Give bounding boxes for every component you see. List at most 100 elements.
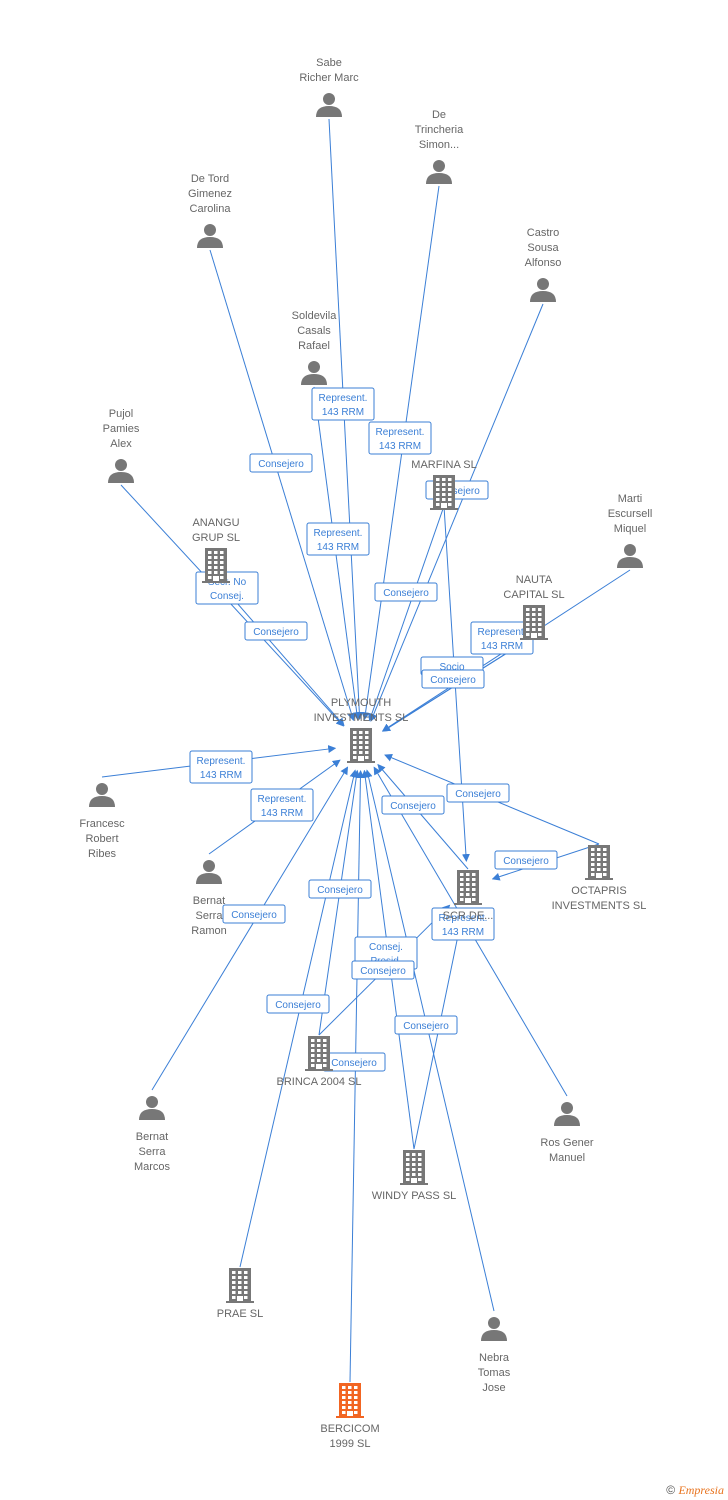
edge-label-windy-scr[interactable]: Represent.143 RRM bbox=[431, 907, 495, 941]
node-label: MARFINA SL bbox=[411, 459, 476, 471]
node-label: 1999 SL bbox=[330, 1438, 371, 1450]
edge-label-nebra-plymouth[interactable]: Consejero bbox=[394, 1015, 458, 1035]
person-icon bbox=[554, 1102, 580, 1126]
edge-label-marti-plymouth[interactable]: Represent.143 RRM bbox=[470, 621, 534, 655]
edge-label-text: Consejero bbox=[430, 675, 476, 686]
edge-marfina-plymouth bbox=[368, 505, 445, 722]
edge-label-brinca-plymouth[interactable]: Consejero bbox=[308, 879, 372, 899]
edge-label-detord-plymouth[interactable]: Consejero bbox=[249, 453, 313, 473]
node-prae[interactable]: PRAE SL bbox=[217, 1268, 263, 1320]
edge-label-box bbox=[494, 850, 558, 870]
edge-label-prae-plymouth[interactable]: Consejero bbox=[322, 1052, 386, 1072]
person-icon bbox=[196, 860, 222, 884]
node-label: INVESTMENTS SL bbox=[314, 712, 409, 724]
edge-label-text: Consejero bbox=[383, 588, 429, 599]
node-label: Serra bbox=[139, 1146, 167, 1158]
building-icon bbox=[400, 1150, 428, 1185]
empresia-logo[interactable]: Empresia bbox=[678, 1483, 724, 1497]
edge-label-text: Consej. bbox=[210, 591, 244, 602]
node-label: Bernat bbox=[136, 1131, 168, 1143]
edge-label-text: Consejero bbox=[258, 459, 304, 470]
node-label: Nebra bbox=[479, 1352, 510, 1364]
edge-prae-plymouth bbox=[239, 769, 358, 1268]
edge-label-francesc-plymouth[interactable]: Represent.143 RRM bbox=[189, 750, 253, 784]
node-label: BRINCA 2004 SL bbox=[277, 1076, 362, 1088]
node-label: Pujol bbox=[109, 408, 133, 420]
node-label: Rafael bbox=[298, 340, 330, 352]
edge-label-trincheria-plymouth[interactable]: Represent.143 RRM bbox=[368, 421, 432, 455]
edge-label-scr-plymouth[interactable]: Consejero bbox=[381, 795, 445, 815]
edge-pujol-plymouth bbox=[120, 484, 345, 727]
edge-label-soldevila-plymouth[interactable]: Represent. 143 RRM bbox=[306, 522, 370, 556]
edge-label-text: Consejero bbox=[390, 801, 436, 812]
edge-label-octapris-scr[interactable]: Consejero bbox=[494, 850, 558, 870]
edge-label-octapris-plymouth[interactable]: Consejero bbox=[446, 783, 510, 803]
node-label: Trincheria bbox=[415, 124, 464, 136]
node-label: Bernat bbox=[193, 895, 225, 907]
edge-label-text: Consejero bbox=[275, 1000, 321, 1011]
edge-label-rosgener-plymouth[interactable]: Consejero bbox=[351, 960, 415, 980]
edge-label-box bbox=[446, 783, 510, 803]
edge-label-box bbox=[244, 621, 308, 641]
edge-label-bernatm-plymouth[interactable]: Consejero bbox=[222, 904, 286, 924]
edge-label-box bbox=[351, 960, 415, 980]
node-label: NAUTA bbox=[516, 574, 553, 586]
edge-label-box bbox=[249, 453, 313, 473]
node-label: Marti bbox=[618, 493, 642, 505]
edge-label-sabe-plymouth[interactable]: Represent.143 RRM bbox=[311, 387, 375, 421]
person-icon bbox=[301, 361, 327, 385]
edge-label-bernatr-plymouth[interactable]: Represent.143 RRM bbox=[250, 788, 314, 822]
node-trincheria[interactable]: DeTrincheriaSimon... bbox=[415, 109, 464, 184]
node-label: Ros Gener bbox=[540, 1137, 594, 1149]
person-icon bbox=[481, 1317, 507, 1341]
node-windy[interactable]: WINDY PASS SL bbox=[372, 1150, 457, 1202]
edge-castro-plymouth bbox=[369, 303, 544, 722]
edge-label-text: Consejero bbox=[317, 885, 363, 896]
person-icon bbox=[108, 459, 134, 483]
node-label: Robert bbox=[85, 833, 118, 845]
edge-label-nauta-plymouth[interactable]: Consejero bbox=[421, 669, 485, 689]
edge-label-text: Represent. bbox=[314, 528, 363, 539]
edge-label-text: Consejero bbox=[455, 789, 501, 800]
node-label: Castro bbox=[527, 227, 559, 239]
node-label: INVESTMENTS SL bbox=[552, 900, 647, 912]
edge-label-box bbox=[311, 387, 375, 421]
edge-label-brinca-scr[interactable]: Consejero bbox=[266, 994, 330, 1014]
node-label: Ribes bbox=[88, 848, 117, 860]
building-icon bbox=[454, 870, 482, 905]
edge-label-pujol-plymouth[interactable]: Consejero bbox=[244, 621, 308, 641]
edge-label-text: 143 RRM bbox=[200, 770, 242, 781]
node-marfina[interactable]: MARFINA SL bbox=[411, 459, 477, 510]
building-icon bbox=[430, 475, 458, 510]
edge-label-text: 143 RRM bbox=[317, 542, 359, 553]
building-icon bbox=[347, 728, 375, 763]
edge-brinca-plymouth bbox=[318, 769, 361, 1036]
building-icon bbox=[202, 548, 230, 583]
person-icon bbox=[197, 224, 223, 248]
edge-label-box bbox=[222, 904, 286, 924]
node-scr[interactable]: SCR DE... bbox=[443, 870, 494, 922]
node-label: Alex bbox=[110, 438, 132, 450]
building-icon bbox=[520, 605, 548, 640]
edge-label-marfina-plymouth[interactable]: Consejero bbox=[374, 582, 438, 602]
edge-nebra-plymouth bbox=[364, 769, 495, 1312]
node-brinca[interactable]: BRINCA 2004 SL bbox=[277, 1036, 362, 1088]
node-label: Casals bbox=[297, 325, 331, 337]
